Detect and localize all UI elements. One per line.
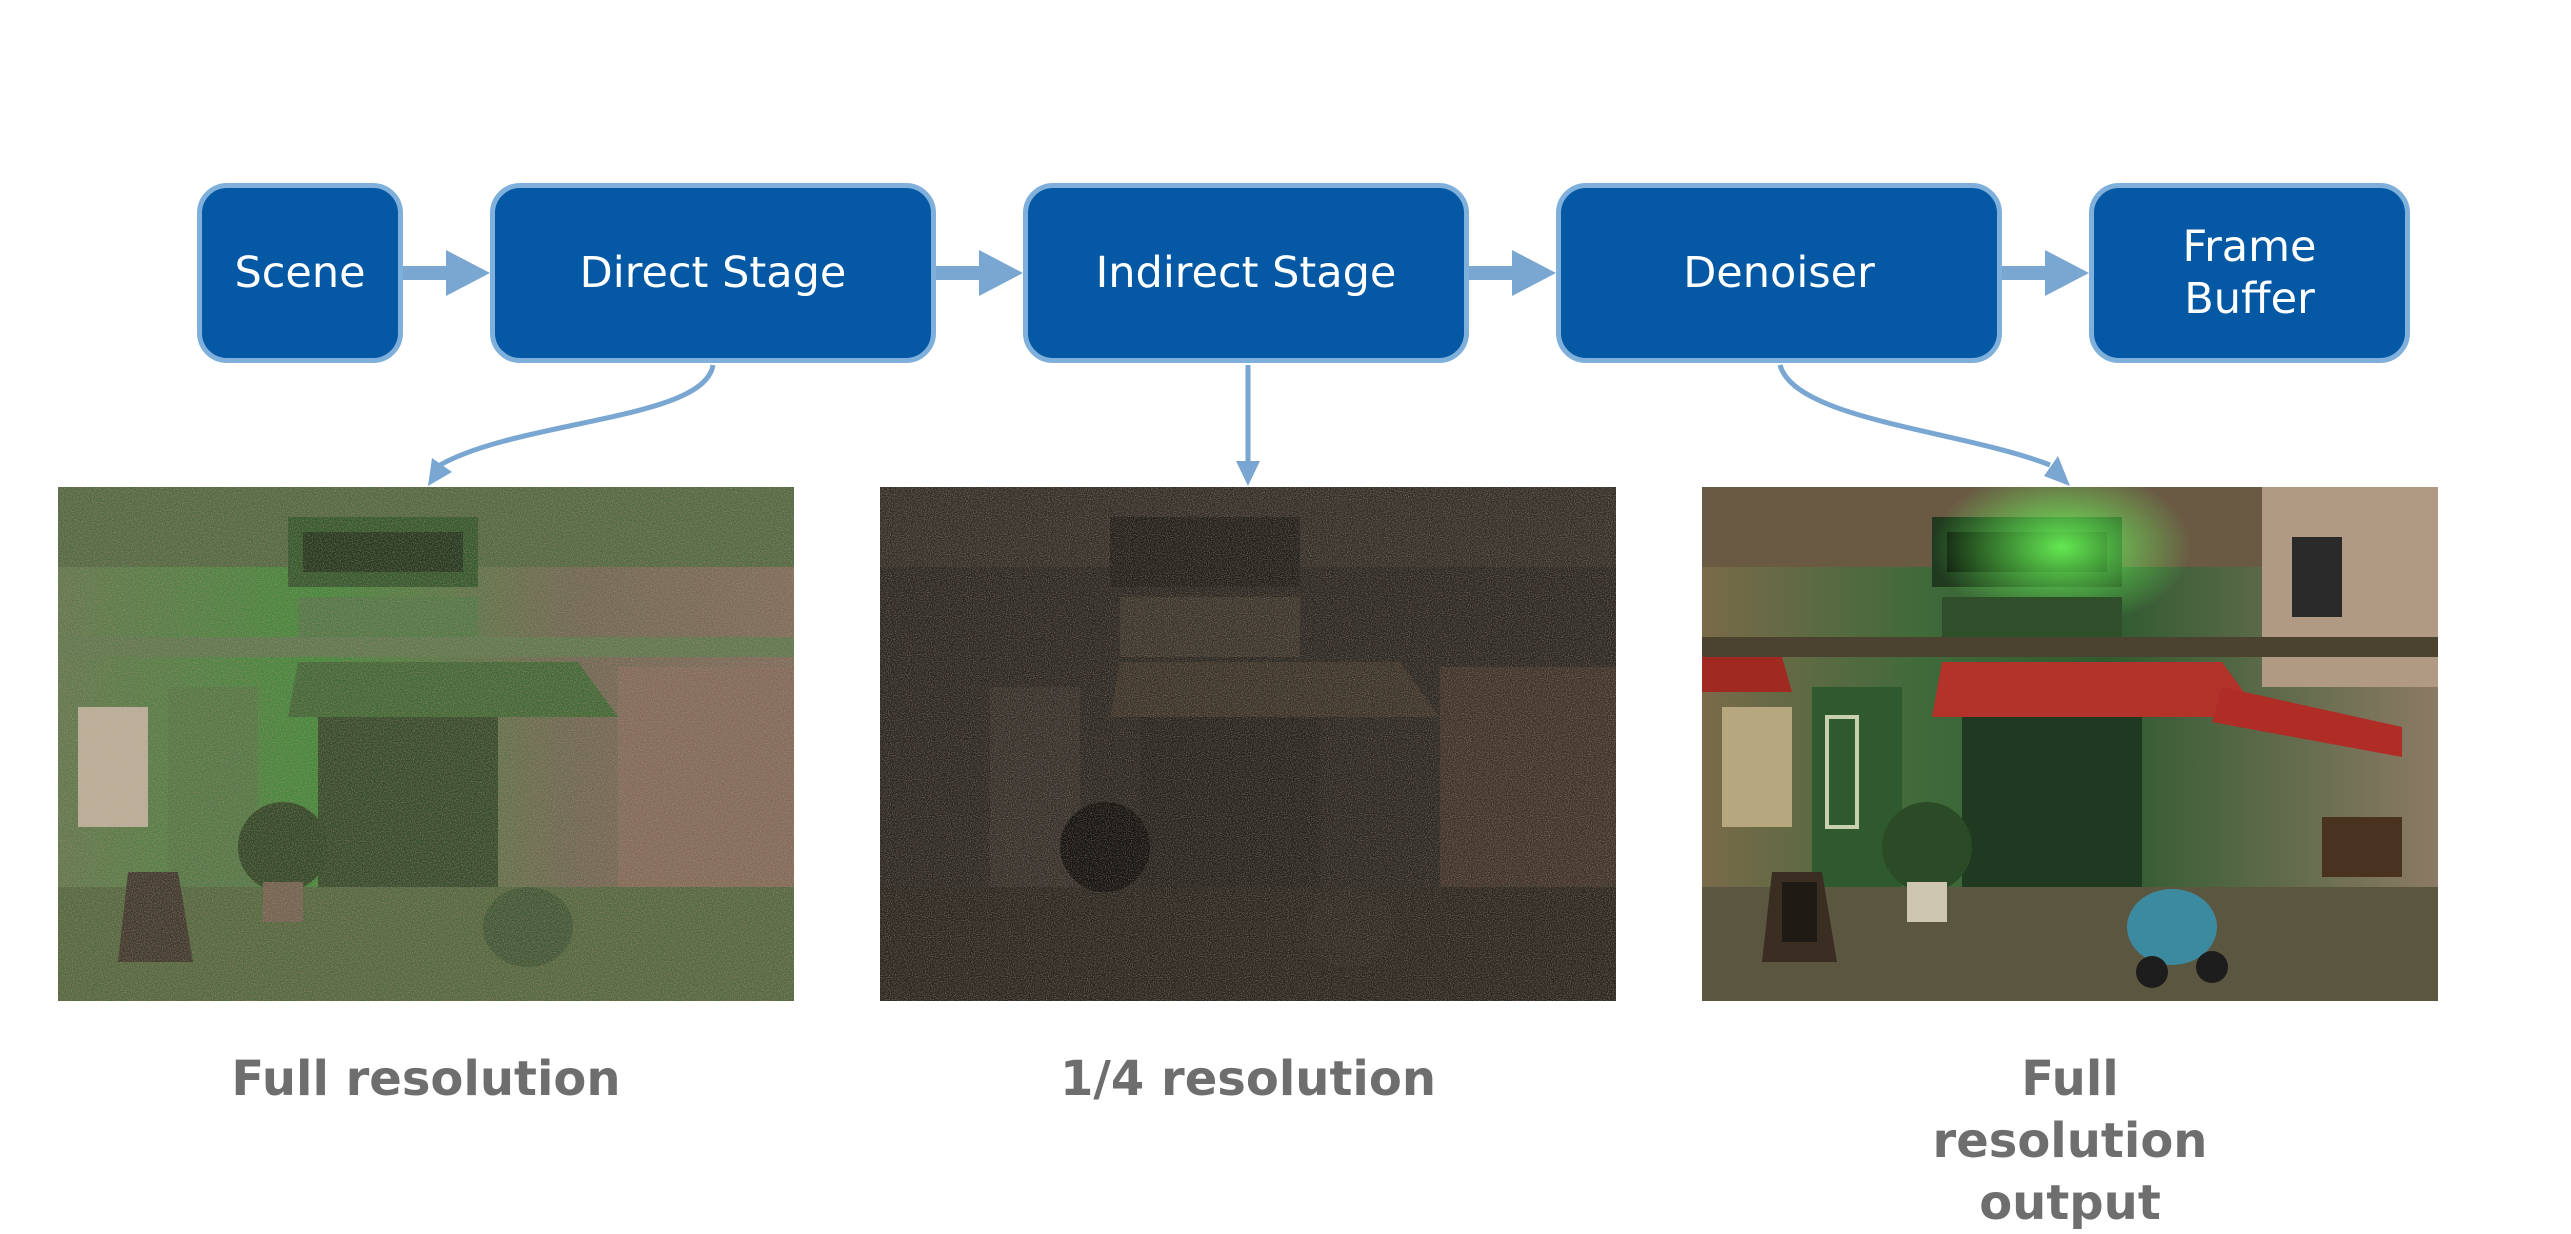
stage-denoiser-label: Denoiser	[1683, 248, 1875, 298]
caption-denoiser: Full resolution output	[1932, 1051, 2208, 1231]
output-arrow-direct	[428, 364, 716, 486]
output-arrow-denoiser	[1777, 364, 2070, 486]
flow-arrow-denoiser-frame	[2002, 250, 2089, 296]
stage-indirect: Indirect Stage	[1023, 183, 1469, 363]
flow-arrow-direct-indirect	[936, 250, 1023, 296]
caption-direct: Full resolution	[231, 1051, 621, 1107]
stage-direct: Direct Stage	[490, 183, 936, 363]
output-arrow-indirect	[1236, 365, 1260, 486]
stage-frame-buffer: Frame Buffer	[2089, 183, 2410, 363]
stage-scene: Scene	[197, 183, 403, 363]
stage-denoiser: Denoiser	[1556, 183, 2002, 363]
flow-arrow-indirect-denoiser	[1469, 250, 1556, 296]
stage-indirect-label: Indirect Stage	[1095, 248, 1397, 298]
stage-direct-label: Direct Stage	[579, 248, 847, 298]
denoiser-output-render-image	[1702, 487, 2438, 1001]
indirect-stage-render-image	[880, 487, 1616, 1001]
stage-frame-buffer-label: Frame Buffer	[2182, 222, 2317, 324]
direct-stage-render-image	[58, 487, 794, 1001]
flow-arrow-scene-direct	[403, 250, 490, 296]
stage-scene-label: Scene	[234, 248, 366, 298]
caption-indirect: 1/4 resolution	[1060, 1051, 1436, 1107]
